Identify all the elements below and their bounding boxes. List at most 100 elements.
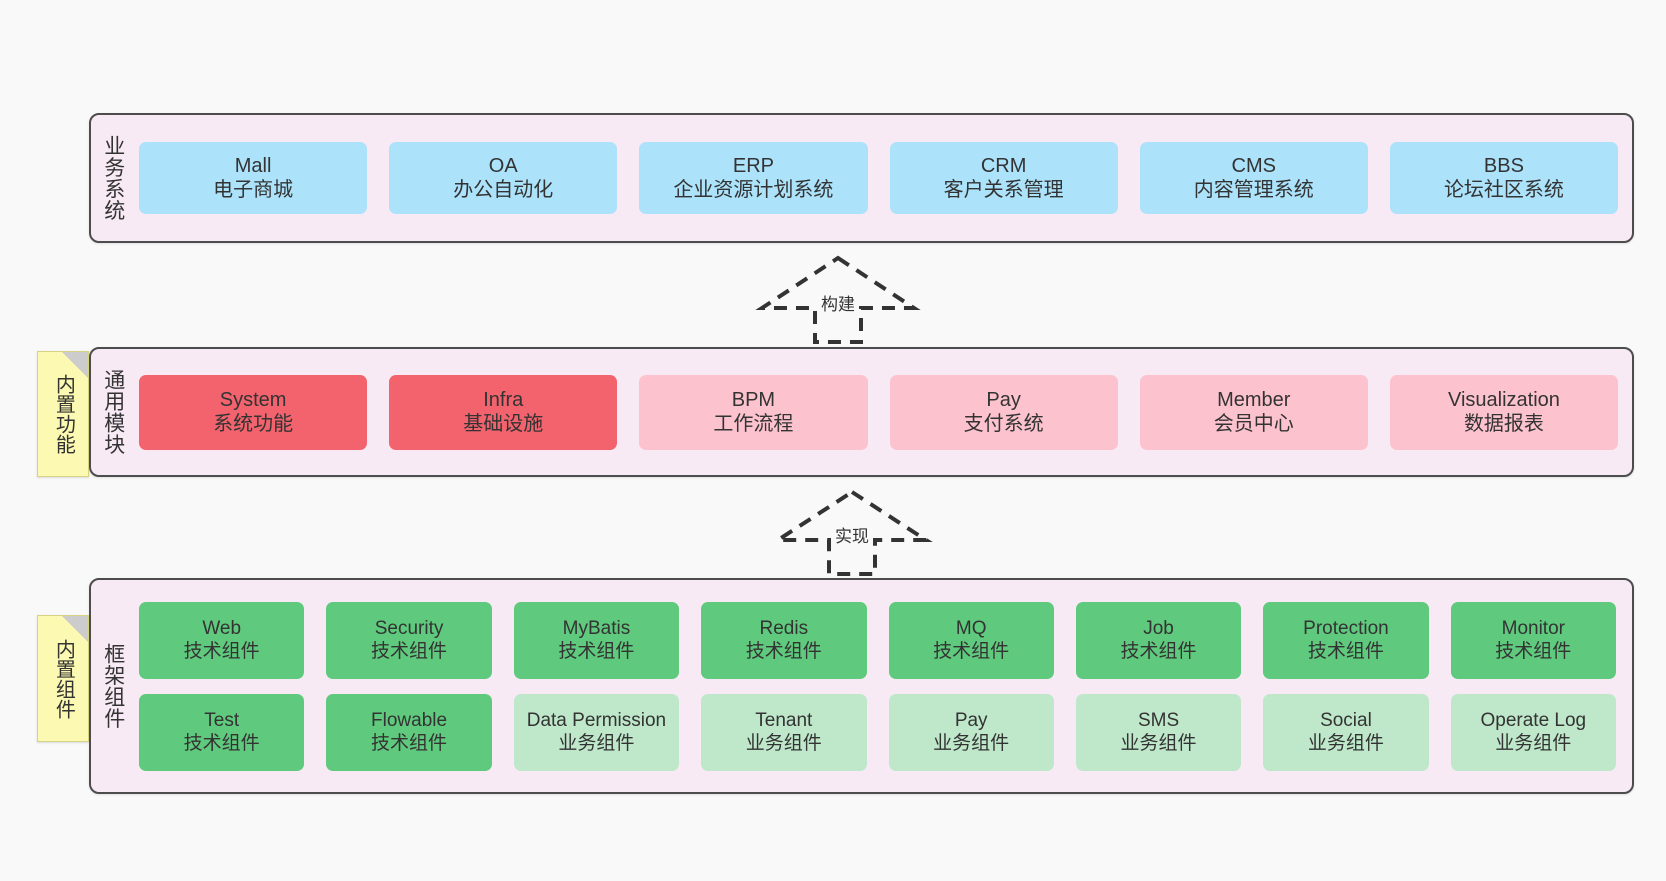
node-oa[interactable]: OA 办公自动化 xyxy=(389,142,618,214)
node-cms[interactable]: CMS 内容管理系统 xyxy=(1139,142,1368,214)
layer-framework-title: 框架组件 xyxy=(101,643,125,729)
node-protection-name: Protection xyxy=(1303,617,1389,639)
layer-framework-row-tech: Web 技术组件 Security 技术组件 MyBatis 技术组件 Redi… xyxy=(139,601,1616,679)
node-tenant[interactable]: Tenant 业务组件 xyxy=(701,693,867,771)
layer-modules-row: System 系统功能 Infra 基础设施 BPM 工作流程 Pay 支付系统… xyxy=(139,374,1619,450)
layer-modules-title: 通用模块 xyxy=(101,369,125,455)
node-visualization-desc: 数据报表 xyxy=(1463,413,1544,435)
connector-build-arrow-icon xyxy=(755,255,921,344)
node-web[interactable]: Web 技术组件 xyxy=(139,601,305,679)
node-operate-log[interactable]: Operate Log 业务组件 xyxy=(1450,693,1616,771)
node-monitor-name: Monitor xyxy=(1501,617,1565,639)
layer-business-title: 业务系统 xyxy=(101,135,125,221)
node-mq[interactable]: MQ 技术组件 xyxy=(888,601,1054,679)
node-redis-desc: 技术组件 xyxy=(745,641,822,662)
note-fold-corner-icon xyxy=(62,616,88,642)
node-cms-name: CMS xyxy=(1231,154,1276,177)
node-bbs-name: BBS xyxy=(1483,154,1524,177)
note-builtin-function: 内置功能 xyxy=(37,351,89,477)
connector-implement-label: 实现 xyxy=(835,527,869,546)
connector-build: 构建 xyxy=(748,252,928,346)
node-test[interactable]: Test 技术组件 xyxy=(139,693,305,771)
node-mall-name: Mall xyxy=(234,154,272,177)
node-security-name: Security xyxy=(374,617,444,639)
connector-implement-arrow-icon xyxy=(771,489,933,576)
layer-business-body: Mall 电子商城 OA 办公自动化 ERP 企业资源计划系统 CRM 客户关系… xyxy=(135,115,1632,241)
node-tenant-name: Tenant xyxy=(755,709,813,731)
node-erp-desc: 企业资源计划系统 xyxy=(673,179,834,201)
node-redis-name: Redis xyxy=(759,617,809,639)
node-job-desc: 技术组件 xyxy=(1120,641,1197,662)
node-flowable[interactable]: Flowable 技术组件 xyxy=(326,693,492,771)
node-monitor[interactable]: Monitor 技术组件 xyxy=(1450,601,1616,679)
node-erp[interactable]: ERP 企业资源计划系统 xyxy=(639,142,868,214)
node-system-name: System xyxy=(219,388,287,411)
node-mq-desc: 技术组件 xyxy=(933,641,1010,662)
layer-modules-body: System 系统功能 Infra 基础设施 BPM 工作流程 Pay 支付系统… xyxy=(135,349,1632,475)
node-visualization[interactable]: Visualization 数据报表 xyxy=(1389,374,1619,450)
node-data-permission[interactable]: Data Permission 业务组件 xyxy=(513,693,680,771)
node-mybatis-name: MyBatis xyxy=(562,617,631,639)
node-mall-desc: 电子商城 xyxy=(213,179,294,201)
layer-framework-row-business: Test 技术组件 Flowable 技术组件 Data Permission … xyxy=(139,693,1616,771)
node-flowable-name: Flowable xyxy=(371,709,448,731)
node-bbs[interactable]: BBS 论坛社区系统 xyxy=(1389,142,1619,214)
node-bpm-desc: 工作流程 xyxy=(713,413,794,435)
node-pay-component-desc: 业务组件 xyxy=(933,733,1010,754)
note-fold-corner-icon xyxy=(62,352,88,378)
connector-implement: 实现 xyxy=(762,486,942,578)
note-builtin-component: 内置组件 xyxy=(37,615,89,742)
node-oa-name: OA xyxy=(488,154,518,177)
node-mybatis[interactable]: MyBatis 技术组件 xyxy=(513,601,680,679)
node-protection[interactable]: Protection 技术组件 xyxy=(1263,601,1429,679)
layer-business-systems: 业务系统 Mall 电子商城 OA 办公自动化 ERP 企业资源计划系统 CRM… xyxy=(89,113,1634,243)
node-job[interactable]: Job 技术组件 xyxy=(1075,601,1242,679)
node-erp-name: ERP xyxy=(732,154,774,177)
node-sms-desc: 业务组件 xyxy=(1120,733,1197,754)
node-oa-desc: 办公自动化 xyxy=(453,179,554,201)
node-test-name: Test xyxy=(204,709,240,731)
node-infra[interactable]: Infra 基础设施 xyxy=(389,374,618,450)
node-social-name: Social xyxy=(1320,709,1372,731)
node-redis[interactable]: Redis 技术组件 xyxy=(701,601,867,679)
node-security-desc: 技术组件 xyxy=(371,641,448,662)
node-operate-log-name: Operate Log xyxy=(1480,709,1587,731)
node-member-desc: 会员中心 xyxy=(1213,413,1294,435)
node-mybatis-desc: 技术组件 xyxy=(558,641,635,662)
node-bpm[interactable]: BPM 工作流程 xyxy=(639,374,868,450)
node-pay-component-name: Pay xyxy=(954,709,988,731)
node-sms[interactable]: SMS 业务组件 xyxy=(1075,693,1242,771)
node-security[interactable]: Security 技术组件 xyxy=(326,601,492,679)
layer-business-row: Mall 电子商城 OA 办公自动化 ERP 企业资源计划系统 CRM 客户关系… xyxy=(139,142,1619,214)
node-social[interactable]: Social 业务组件 xyxy=(1263,693,1429,771)
connector-build-label: 构建 xyxy=(821,295,855,314)
node-data-permission-desc: 业务组件 xyxy=(558,733,635,754)
node-tenant-desc: 业务组件 xyxy=(745,733,822,754)
node-pay-module[interactable]: Pay 支付系统 xyxy=(889,374,1118,450)
node-mall[interactable]: Mall 电子商城 xyxy=(139,142,368,214)
node-member[interactable]: Member 会员中心 xyxy=(1139,374,1368,450)
node-flowable-desc: 技术组件 xyxy=(371,733,448,754)
node-system[interactable]: System 系统功能 xyxy=(139,374,368,450)
node-visualization-name: Visualization xyxy=(1447,388,1560,411)
note-builtin-function-label: 内置功能 xyxy=(52,374,75,454)
node-crm[interactable]: CRM 客户关系管理 xyxy=(889,142,1118,214)
node-social-desc: 业务组件 xyxy=(1307,733,1384,754)
node-pay-component[interactable]: Pay 业务组件 xyxy=(888,693,1054,771)
node-member-name: Member xyxy=(1217,388,1291,411)
node-bbs-desc: 论坛社区系统 xyxy=(1443,179,1564,201)
node-job-name: Job xyxy=(1143,617,1174,639)
node-protection-desc: 技术组件 xyxy=(1307,641,1384,662)
note-builtin-component-label: 内置组件 xyxy=(52,638,75,719)
node-sms-name: SMS xyxy=(1137,709,1180,731)
layer-common-modules: 通用模块 System 系统功能 Infra 基础设施 BPM 工作流程 Pay… xyxy=(89,347,1634,477)
node-web-name: Web xyxy=(202,617,242,639)
node-pay-module-name: Pay xyxy=(986,388,1021,411)
layer-framework-components: 框架组件 Web 技术组件 Security 技术组件 MyBatis 技术组件… xyxy=(89,578,1634,794)
node-crm-desc: 客户关系管理 xyxy=(943,179,1064,201)
node-data-permission-name: Data Permission xyxy=(526,709,667,731)
node-cms-desc: 内容管理系统 xyxy=(1193,179,1314,201)
node-web-desc: 技术组件 xyxy=(183,641,260,662)
node-infra-desc: 基础设施 xyxy=(463,413,544,435)
